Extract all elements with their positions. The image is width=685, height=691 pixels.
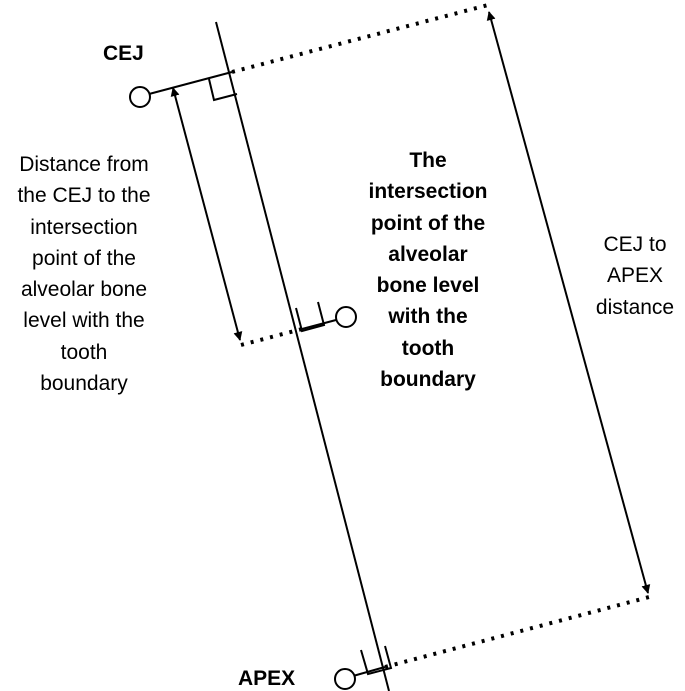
apex-point-marker: [334, 668, 356, 690]
annotation-line: bone level: [376, 274, 480, 298]
annotation-line: distance: [595, 295, 675, 319]
annotation-line: tooth: [401, 336, 455, 360]
annotation-line: alveolar bone: [20, 278, 148, 302]
annotation-line: intersection: [368, 180, 488, 204]
bone-level-right-angle-marker: [295, 301, 326, 333]
bone-level-intersection-annotation: The intersection point of the alveolar b…: [348, 145, 508, 395]
annotation-line: intersection: [30, 215, 138, 239]
bone-level-dotted-line: [240, 327, 303, 347]
cej-to-apex-annotation: CEJ to APEX distance: [580, 229, 685, 323]
annotation-line: The: [409, 149, 447, 172]
cej-label: CEJ: [103, 42, 144, 65]
annotation-line: tooth: [60, 340, 108, 364]
apex-extension-dotted-line: [384, 594, 654, 669]
tooth-boundary-line: [215, 21, 390, 691]
annotation-line: point of the: [370, 211, 486, 235]
cej-to-bone-level-annotation: Distance from the CEJ to the intersectio…: [0, 149, 168, 399]
cej-to-apex-arrow: [486, 11, 651, 594]
annotation-line: APEX: [606, 264, 664, 288]
apex-right-angle-marker: [360, 645, 393, 676]
apex-perpendicular-line: [352, 666, 386, 677]
annotation-line: Distance from: [19, 153, 149, 176]
annotation-line: point of the: [32, 246, 136, 270]
bone-level-point-marker: [335, 306, 357, 328]
cej-extension-dotted-line: [231, 3, 489, 74]
bone-level-perpendicular-line: [301, 319, 337, 330]
annotation-line: the CEJ to the: [17, 184, 151, 208]
annotation-line: CEJ to: [603, 233, 667, 256]
annotation-line: level with the: [23, 309, 145, 333]
annotation-line: with the: [388, 305, 468, 329]
cej-to-bone-level-arrow: [170, 87, 243, 341]
annotation-line: boundary: [380, 368, 476, 392]
cej-point-marker: [129, 86, 151, 108]
annotation-line: alveolar: [388, 242, 468, 266]
annotation-line: boundary: [40, 372, 128, 396]
apex-label: APEX: [238, 667, 296, 690]
cej-perpendicular-line: [148, 71, 233, 95]
